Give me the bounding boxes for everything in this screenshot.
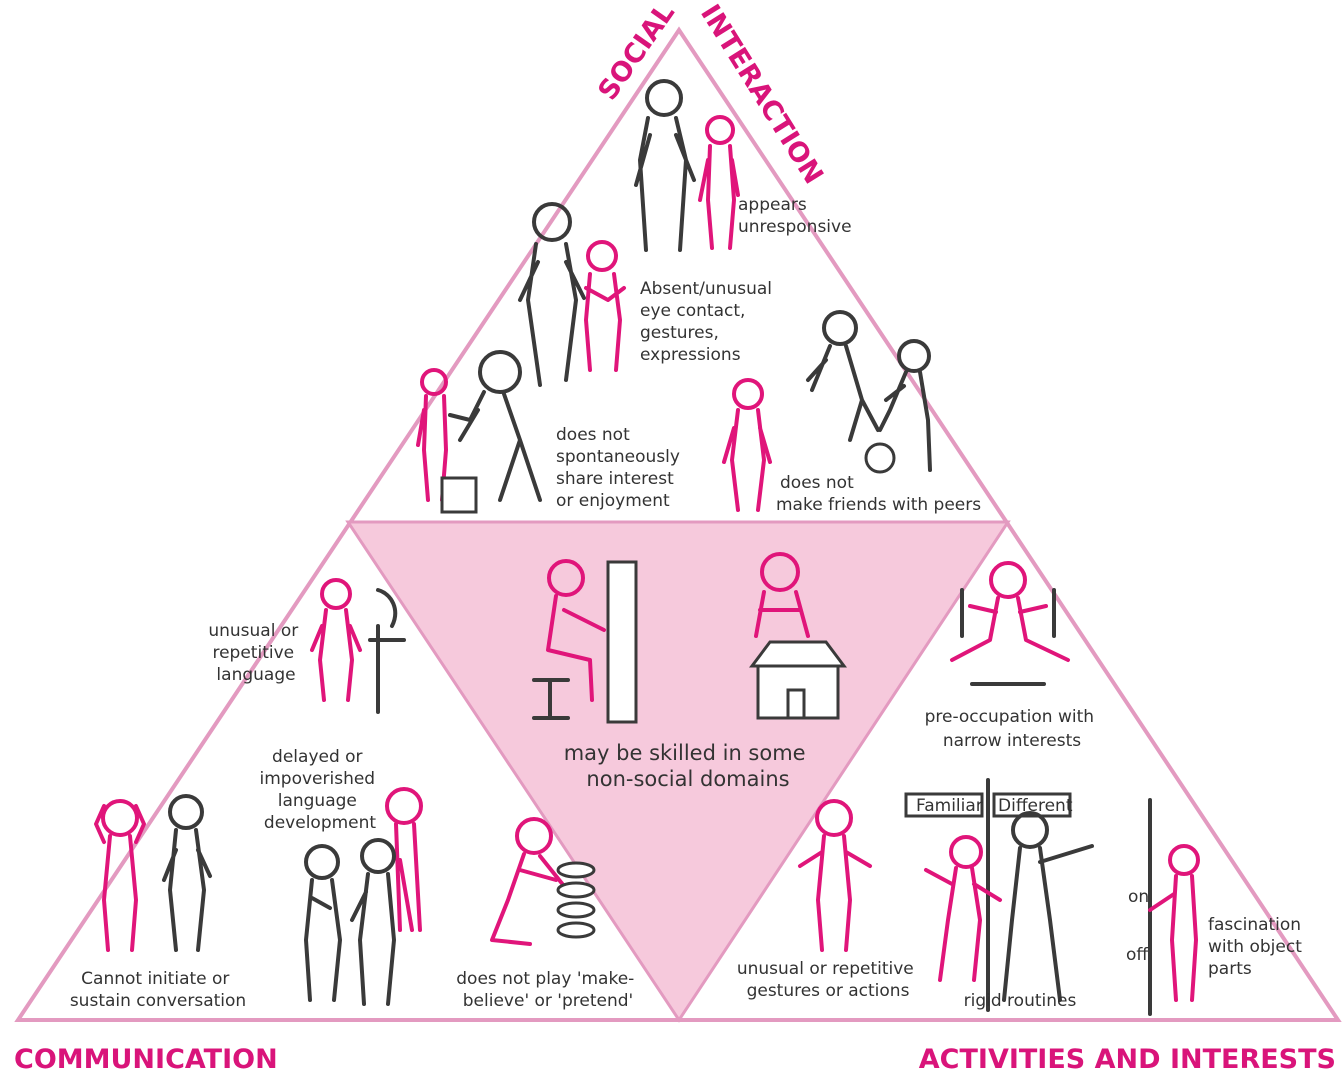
repetitive-gestures-illustration: unusual or repetitive gestures or action… bbox=[737, 799, 919, 1001]
house-roof bbox=[749, 640, 847, 668]
child-figure bbox=[94, 799, 146, 952]
sitting-child-figure bbox=[950, 561, 1070, 662]
sign-different-text: Different bbox=[998, 796, 1073, 816]
house-illustration bbox=[749, 552, 847, 720]
child-figure bbox=[310, 578, 362, 702]
piano-illustration bbox=[532, 559, 638, 724]
eye-contact-illustration: Absent/unusual eye contact, gestures, ex… bbox=[518, 202, 777, 387]
stacked-plates-prop bbox=[556, 861, 596, 939]
pianist-figure bbox=[546, 559, 606, 702]
sign-different-board bbox=[992, 792, 1072, 818]
unresponsive-text: appears unresponsive bbox=[738, 195, 852, 237]
preoccupation-illustration: pre-occupation with narrow interests bbox=[925, 561, 1100, 751]
delayed-language-illustration: delayed or impoverished language develop… bbox=[260, 747, 423, 1006]
stool-prop bbox=[532, 678, 570, 720]
child-figure bbox=[698, 115, 740, 250]
narrow-objects-prop bbox=[960, 588, 1056, 686]
switch-off-label: off bbox=[1126, 945, 1149, 965]
child-figure bbox=[924, 835, 1002, 982]
eye-contact-text: Absent/unusual eye contact, gestures, ex… bbox=[640, 279, 777, 365]
communication-label: COMMUNICATION bbox=[14, 1044, 278, 1075]
sign-familiar-board bbox=[904, 792, 984, 818]
child-figure bbox=[584, 240, 626, 372]
rigid-routines-illustration: Familiar Different rigid routines bbox=[904, 778, 1094, 1012]
adult-figure bbox=[1002, 811, 1094, 1002]
friends-text: does not make friends with peers bbox=[776, 473, 981, 515]
child-figure bbox=[722, 378, 772, 512]
sign-familiar-text: Familiar bbox=[916, 796, 983, 816]
friends-illustration: does not make friends with peers bbox=[722, 310, 981, 515]
pretend-play-illustration: does not play 'make- believe' or 'preten… bbox=[456, 817, 639, 1011]
unresponsive-illustration: appears unresponsive bbox=[634, 79, 852, 252]
activities-interests-label: ACTIVITIES AND INTERESTS bbox=[919, 1044, 1336, 1075]
repetitive-gestures-text: unusual or repetitive gestures or action… bbox=[737, 959, 919, 1001]
child-figure bbox=[798, 799, 872, 952]
adult-figure bbox=[518, 202, 586, 387]
repetitive-language-illustration: unusual or repetitive language bbox=[208, 578, 406, 714]
skilled-text: may be skilled in some non-social domain… bbox=[564, 741, 813, 791]
object-parts-text: fascination with object parts bbox=[1208, 915, 1307, 979]
adult-figure bbox=[634, 79, 696, 252]
switch-on-label: on bbox=[1128, 887, 1149, 907]
child-figure bbox=[1148, 844, 1200, 1002]
piano-prop bbox=[606, 560, 638, 724]
ball-prop bbox=[864, 442, 896, 474]
parrot-perch-prop bbox=[368, 588, 406, 714]
rigid-routines-text: rigid routines bbox=[964, 991, 1077, 1011]
share-interest-text: does not spontaneously share interest or… bbox=[556, 425, 685, 511]
box-prop bbox=[440, 476, 478, 514]
house-door bbox=[786, 688, 806, 720]
object-parts-illustration: on off fascination with object parts bbox=[1126, 798, 1307, 1016]
center-triangle bbox=[345, 520, 1011, 1023]
delayed-language-text: delayed or impoverished language develop… bbox=[260, 747, 381, 833]
preoccupation-text: pre-occupation with narrow interests bbox=[925, 707, 1100, 751]
adult-figure bbox=[162, 794, 212, 952]
adult-figure-2 bbox=[350, 838, 396, 1006]
repetitive-language-text: unusual or repetitive language bbox=[208, 621, 303, 685]
conversation-illustration: Cannot initiate or sustain conversation bbox=[70, 794, 246, 1011]
share-interest-illustration: does not spontaneously share interest or… bbox=[416, 350, 685, 514]
tall-figure bbox=[385, 787, 423, 932]
builder-figure bbox=[754, 552, 810, 638]
peer-figure-1 bbox=[806, 310, 880, 442]
peer-figure-2 bbox=[878, 339, 932, 472]
kneeling-child-figure bbox=[490, 817, 566, 946]
pretend-play-text: does not play 'make- believe' or 'preten… bbox=[456, 969, 639, 1011]
adult-figure-1 bbox=[304, 844, 342, 1002]
conversation-text: Cannot initiate or sustain conversation bbox=[70, 969, 246, 1011]
adult-figure bbox=[448, 350, 542, 502]
